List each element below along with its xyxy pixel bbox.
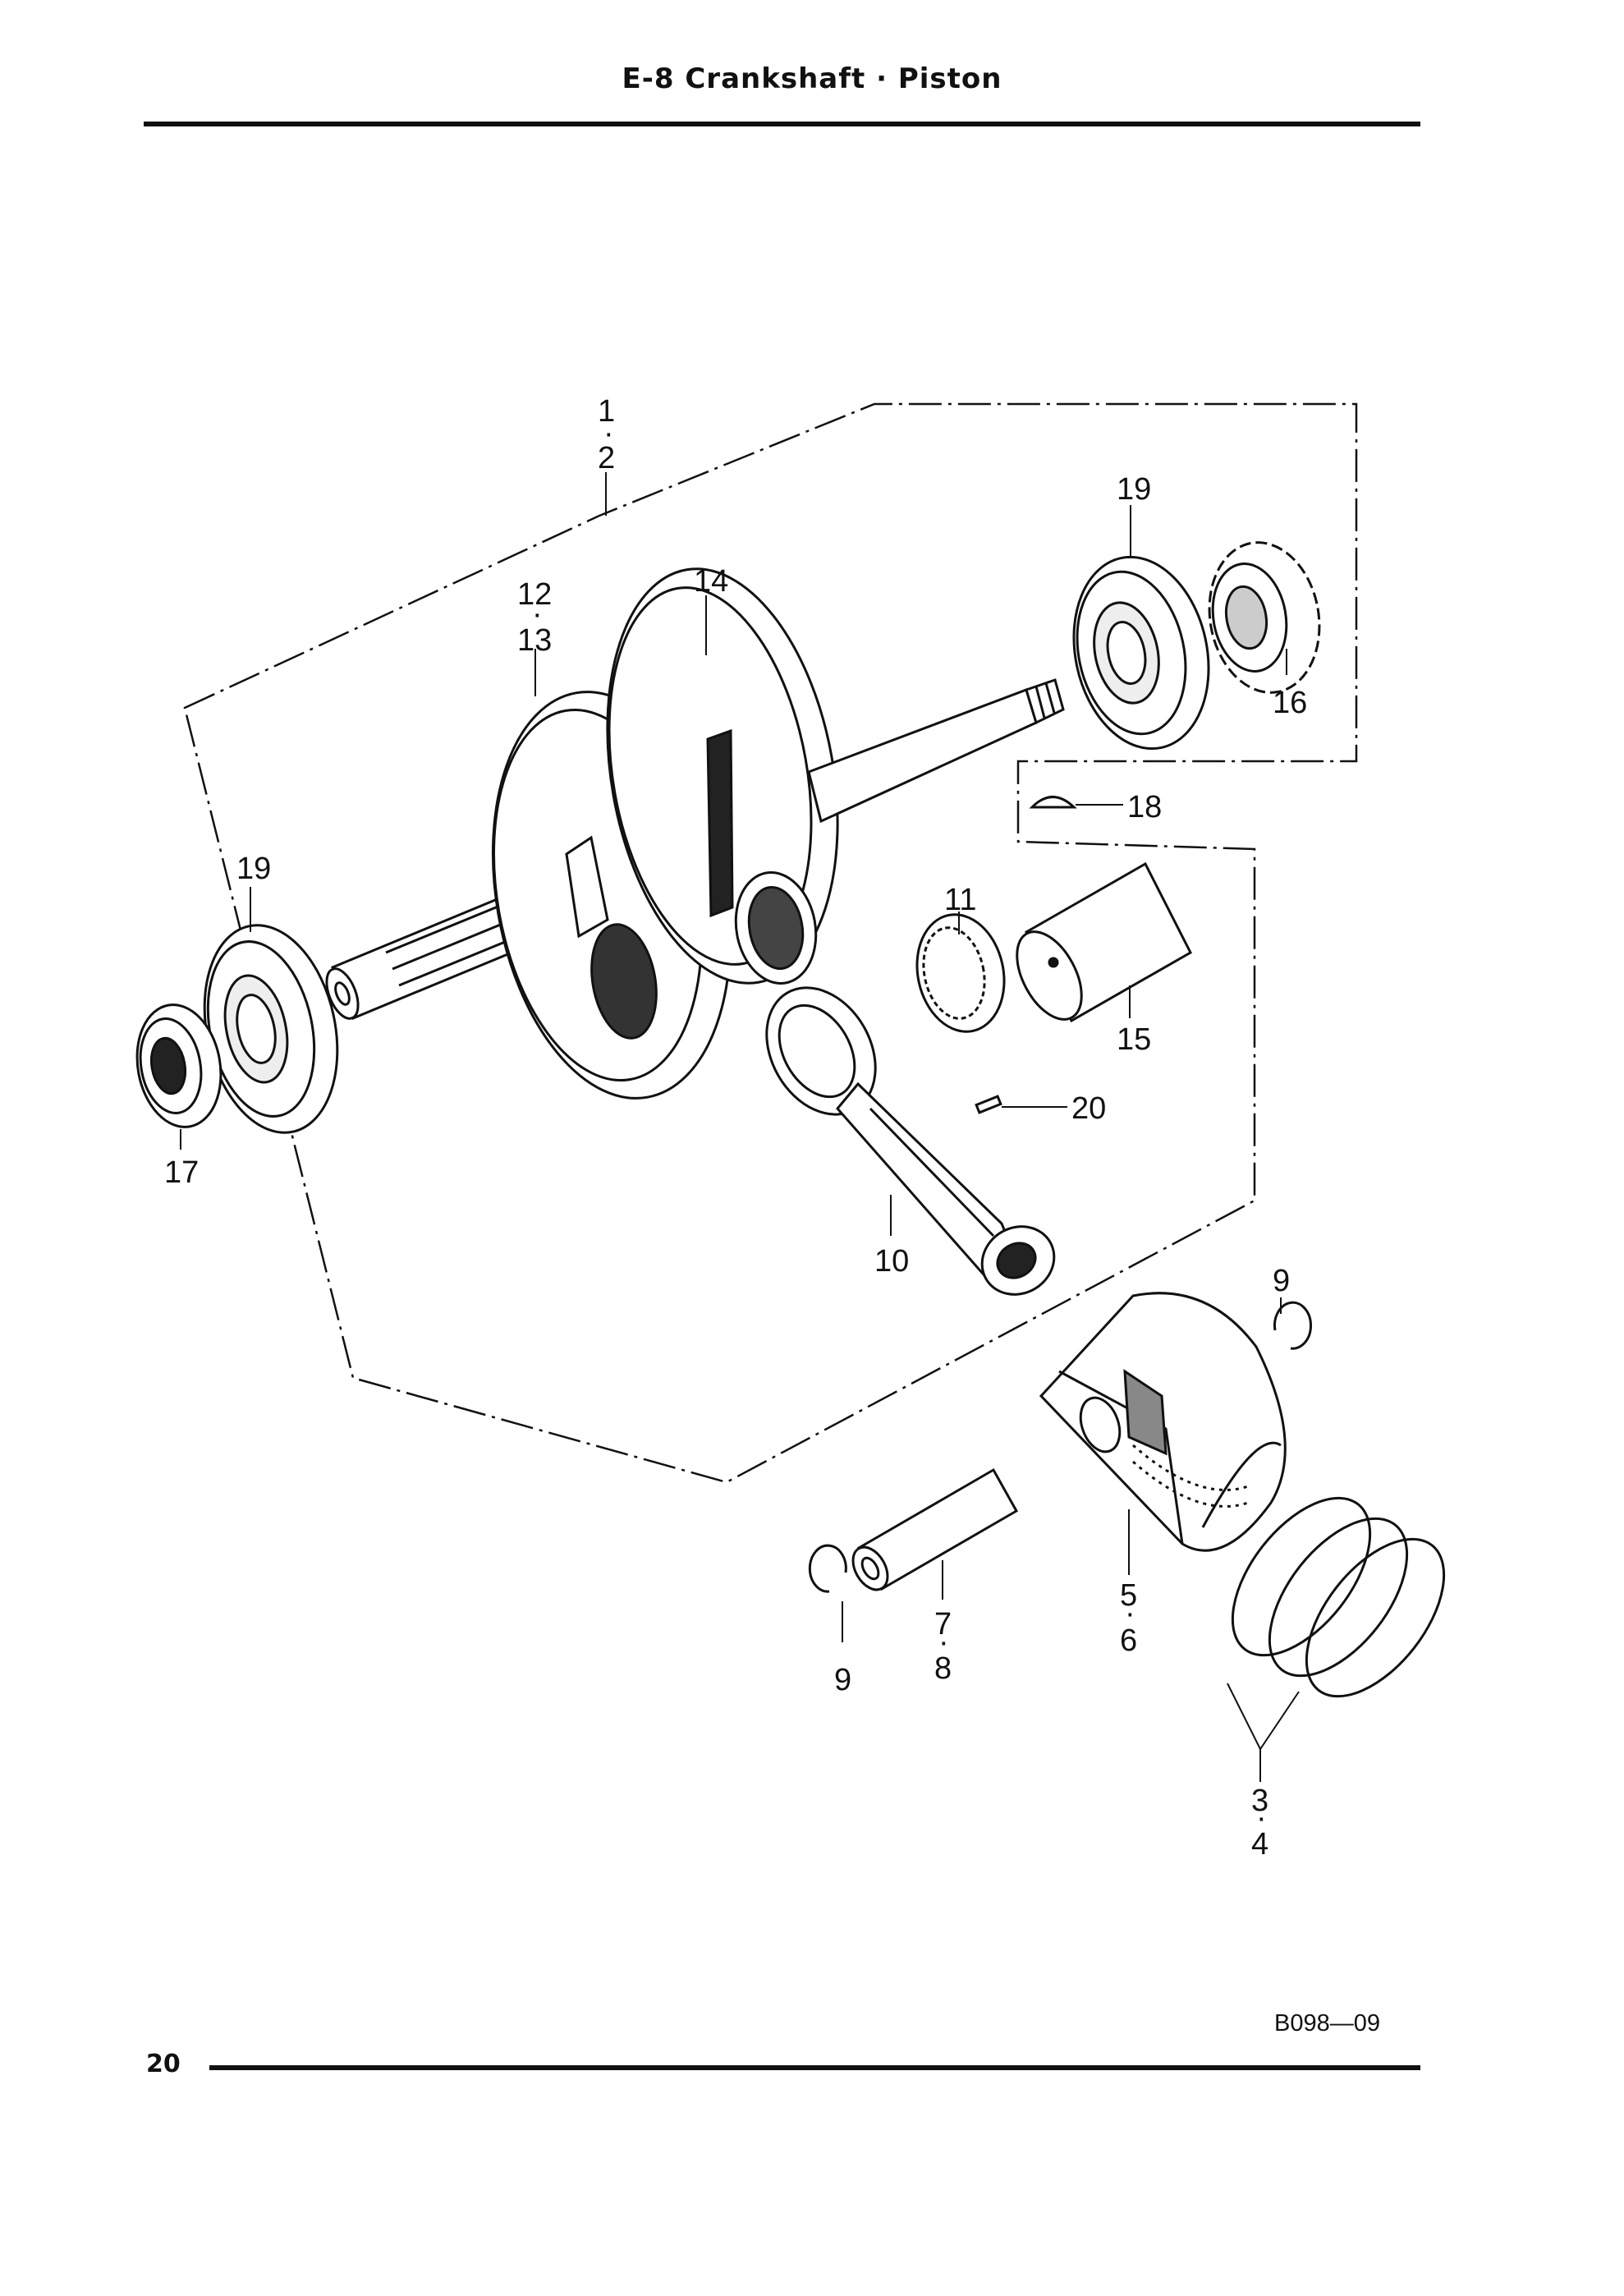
oil-seal-drawing xyxy=(135,1003,222,1128)
callout-16: 16 xyxy=(1273,686,1307,720)
callout-3: 3 xyxy=(1251,1784,1268,1818)
connecting-rod-drawing xyxy=(765,986,1056,1296)
callout-17: 17 xyxy=(164,1155,199,1190)
callout-5: 5 xyxy=(1120,1578,1137,1613)
callout-15: 15 xyxy=(1117,1022,1151,1057)
needle-bearing-drawing xyxy=(915,913,1006,1033)
callout-1: 1 xyxy=(598,394,615,429)
callout-18: 18 xyxy=(1127,790,1162,824)
circlip-left-drawing xyxy=(808,1544,847,1593)
callout-9-right: 9 xyxy=(1273,1264,1290,1298)
crankshaft-drawing xyxy=(325,567,1065,1100)
callout-4: 4 xyxy=(1251,1827,1268,1862)
callout-20: 20 xyxy=(1071,1091,1106,1126)
header-rule xyxy=(144,122,1420,126)
woodruff-key-drawing xyxy=(1029,796,1077,809)
piston-rings-drawing xyxy=(1231,1496,1446,1698)
footer-rule xyxy=(209,2065,1420,2070)
callout-9-left: 9 xyxy=(834,1663,851,1697)
circlip-right-drawing xyxy=(1273,1301,1312,1350)
small-pin-drawing xyxy=(975,1095,1002,1114)
bearing-left-drawing xyxy=(203,924,339,1134)
page-number: 20 xyxy=(146,2050,181,2078)
callout-8: 8 xyxy=(934,1651,952,1686)
callout-separator: · xyxy=(532,597,543,631)
drawing-code: B098—09 xyxy=(1274,2010,1380,2037)
callout-2: 2 xyxy=(598,441,615,475)
callout-separator: · xyxy=(603,416,614,451)
callout-14: 14 xyxy=(694,564,728,599)
callout-19-left: 19 xyxy=(236,852,271,886)
callout-separator: · xyxy=(1125,1596,1135,1631)
piston-pin-drawing xyxy=(851,1467,1019,1591)
callout-10: 10 xyxy=(874,1244,909,1279)
callout-7: 7 xyxy=(934,1607,952,1642)
bearing-right-drawing xyxy=(1072,555,1210,751)
piston-drawing xyxy=(1039,1292,1287,1552)
sprocket-drawing xyxy=(1208,541,1321,694)
leader-lines xyxy=(180,472,1300,1782)
callout-19-right: 19 xyxy=(1117,472,1151,507)
callout-6: 6 xyxy=(1120,1623,1137,1658)
callout-12: 12 xyxy=(517,577,552,612)
page-title: E-8 Crankshaft · Piston xyxy=(622,62,1002,95)
callout-13: 13 xyxy=(517,623,552,658)
assembly-bracket xyxy=(183,402,1358,1484)
callout-labels: 1 · 2 12 · 13 14 19 16 18 11 15 20 10 19… xyxy=(164,394,1307,1862)
callout-separator: · xyxy=(938,1625,949,1660)
callout-separator: · xyxy=(1256,1801,1267,1835)
callout-11: 11 xyxy=(944,883,976,917)
crank-pin-drawing xyxy=(1016,861,1192,1023)
